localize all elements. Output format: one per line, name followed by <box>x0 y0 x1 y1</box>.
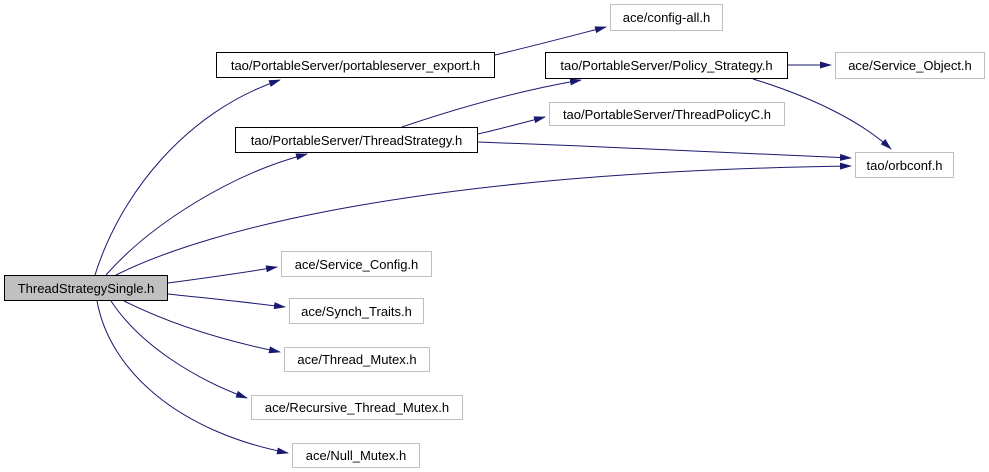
edge-main-to-service-config <box>167 265 278 284</box>
edge-policy-strategy-to-orbconf <box>752 78 892 150</box>
node-null-mutex: ace/Null_Mutex.h <box>292 443 420 468</box>
edge-main-to-null-mutex <box>96 300 289 455</box>
node-thread-strategy-single: ThreadStrategySingle.h <box>4 275 168 301</box>
edge-portableserver-export-to-config-all <box>494 26 607 56</box>
edge-main-to-orbconf <box>115 162 852 276</box>
edge-thread-strategy-to-policy-strategy <box>401 78 582 128</box>
node-recursive-thread-mutex: ace/Recursive_Thread_Mutex.h <box>251 395 463 420</box>
edge-main-to-thread-mutex <box>123 300 281 354</box>
node-service-object: ace/Service_Object.h <box>835 52 985 79</box>
node-config-all: ace/config-all.h <box>610 4 723 31</box>
edge-main-to-portableserver-export <box>94 79 281 276</box>
node-thread-mutex: ace/Thread_Mutex.h <box>284 347 430 372</box>
node-synch-traits: ace/Synch_Traits.h <box>289 298 424 324</box>
node-thread-strategy[interactable]: tao/PortableServer/ThreadStrategy.h <box>235 127 478 153</box>
edge-thread-strategy-to-orbconf <box>477 141 852 161</box>
edge-thread-strategy-to-thread-policyc <box>477 116 546 135</box>
node-portableserver-export[interactable]: tao/PortableServer/portableserver_export… <box>216 52 495 78</box>
node-thread-policyc: tao/PortableServer/ThreadPolicyC.h <box>549 102 785 126</box>
node-orbconf: tao/orbconf.h <box>855 152 954 178</box>
node-policy-strategy[interactable]: tao/PortableServer/Policy_Strategy.h <box>545 52 788 79</box>
edge-main-to-recursive-thread-mutex <box>110 300 248 399</box>
edge-main-to-thread-strategy <box>105 153 308 276</box>
edge-main-to-synch-traits <box>167 293 286 310</box>
node-service-config: ace/Service_Config.h <box>281 251 432 277</box>
